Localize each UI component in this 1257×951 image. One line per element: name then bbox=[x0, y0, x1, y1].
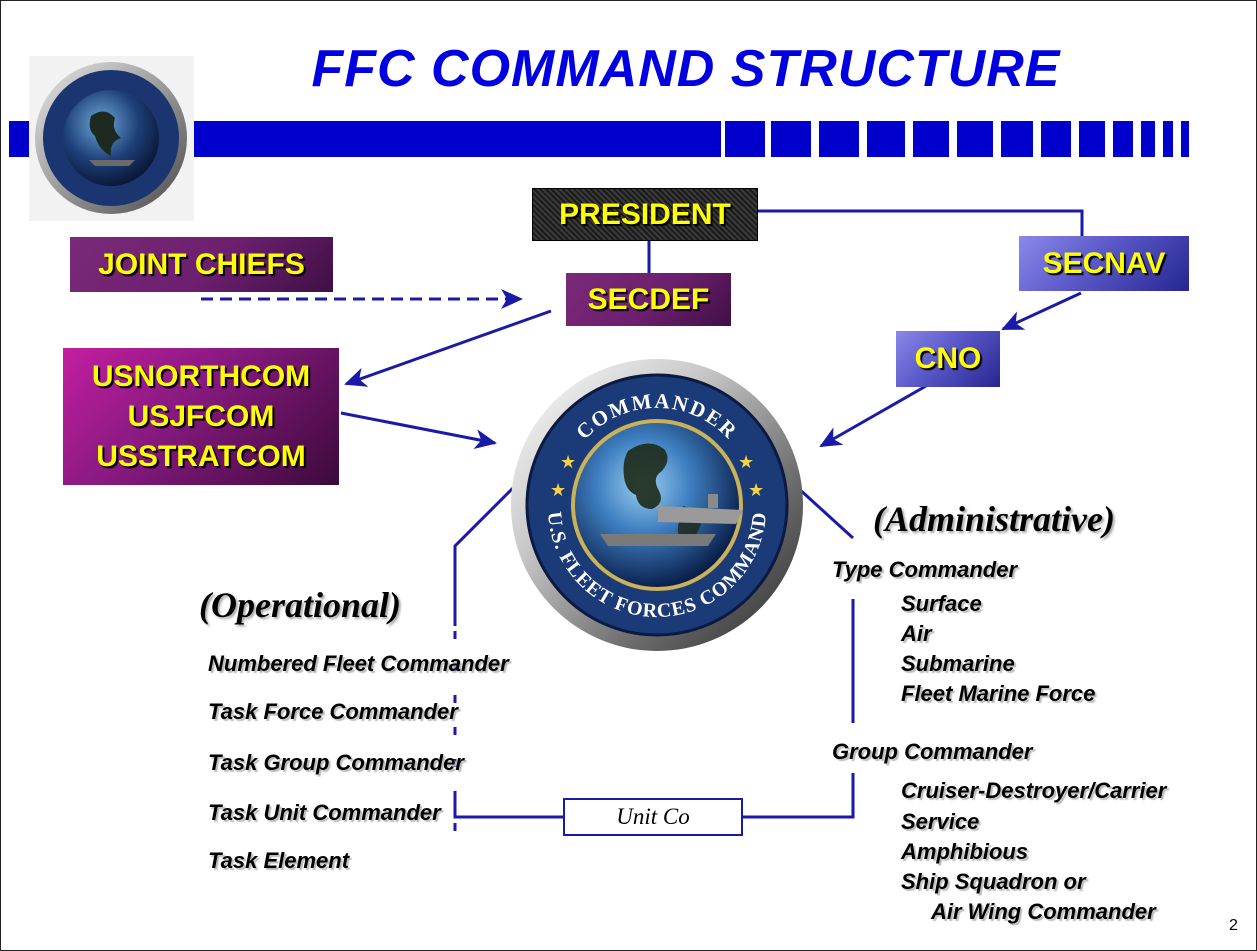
group-item: Cruiser-Destroyer/Carrier bbox=[901, 778, 1167, 803]
operational-item: Task Group Commander bbox=[208, 750, 464, 775]
command-usjfcom: USJFCOM bbox=[127, 399, 275, 433]
administrative-heading: (Administrative) bbox=[873, 499, 1115, 539]
connector-seal-administrative bbox=[796, 486, 855, 540]
corner-logo bbox=[29, 56, 194, 221]
page-title: FFC COMMAND STRUCTURE bbox=[311, 40, 1061, 98]
secdef-label: SECDEF bbox=[587, 282, 710, 316]
joint-chiefs-label: JOINT CHIEFS bbox=[98, 247, 305, 281]
header-band-block bbox=[1163, 121, 1173, 157]
connector-secnav-cno bbox=[1001, 291, 1082, 331]
small-seal-icon bbox=[35, 62, 187, 214]
header-band-block bbox=[1181, 121, 1189, 157]
president-label: PRESIDENT bbox=[559, 197, 731, 231]
type-item: Submarine bbox=[901, 651, 1015, 676]
header-band-block bbox=[819, 121, 859, 157]
header-band-block bbox=[957, 121, 993, 157]
connector-secdef-commands bbox=[344, 309, 552, 387]
type-item: Surface bbox=[901, 591, 982, 616]
cno-label: CNO bbox=[914, 342, 982, 375]
type-item: Fleet Marine Force bbox=[901, 681, 1096, 706]
group-item: Air Wing Commander bbox=[931, 899, 1156, 924]
page-number: 2 bbox=[1229, 917, 1238, 934]
connector-seal-operational bbox=[453, 486, 515, 626]
command-usnorthcom: USNORTHCOM bbox=[91, 359, 311, 393]
header-band-block bbox=[1001, 121, 1033, 157]
svg-text:★: ★ bbox=[748, 480, 764, 501]
header-band-block bbox=[771, 121, 811, 157]
operational-item: Task Element bbox=[208, 848, 350, 873]
secnav-label: SECNAV bbox=[1042, 246, 1166, 280]
svg-text:★: ★ bbox=[738, 452, 754, 473]
unit-co-box: Unit Co bbox=[563, 798, 743, 836]
connector-administrative-unitco bbox=[743, 773, 855, 819]
header-band-block bbox=[1141, 121, 1155, 157]
header-band-block bbox=[725, 121, 765, 157]
unit-co-label: Unit Co bbox=[616, 804, 690, 829]
cno-box: CNO bbox=[896, 331, 1000, 387]
connector-cno-seal bbox=[819, 384, 927, 448]
group-item: Service bbox=[901, 809, 980, 834]
operational-item: Numbered Fleet Commander bbox=[208, 651, 509, 676]
connector-president-secnav bbox=[758, 209, 1084, 236]
president-box: PRESIDENT bbox=[532, 188, 758, 241]
combatant-commands-box: USNORTHCOM USJFCOM USSTRATCOM bbox=[63, 348, 339, 485]
operational-item: Task Unit Commander bbox=[208, 800, 441, 825]
connector-commands-seal bbox=[340, 411, 497, 449]
connector-operational-unitco bbox=[453, 794, 563, 819]
group-commander-label: Group Commander bbox=[832, 739, 1033, 764]
operational-item: Task Force Commander bbox=[208, 699, 458, 724]
operational-heading: (Operational) bbox=[199, 585, 401, 625]
command-usstratcom: USSTRATCOM bbox=[96, 439, 306, 473]
header-band-block bbox=[913, 121, 949, 157]
header-band-block bbox=[1079, 121, 1105, 157]
header-band-block bbox=[867, 121, 905, 157]
fleet-forces-seal-icon: ★ ★ ★ ★ COMMANDER U.S. FLEET FORCES COMM… bbox=[511, 359, 803, 651]
joint-chiefs-box: JOINT CHIEFS bbox=[70, 237, 333, 292]
secnav-box: SECNAV bbox=[1019, 236, 1189, 291]
header-band-block bbox=[1113, 121, 1133, 157]
group-item: Ship Squadron or bbox=[901, 869, 1086, 894]
svg-text:★: ★ bbox=[550, 480, 566, 501]
type-item: Air bbox=[901, 621, 932, 646]
group-item: Amphibious bbox=[901, 839, 1029, 864]
secdef-box: SECDEF bbox=[566, 273, 731, 326]
type-commander-label: Type Commander bbox=[832, 557, 1018, 582]
svg-text:★: ★ bbox=[560, 452, 576, 473]
header-band-block bbox=[1041, 121, 1071, 157]
